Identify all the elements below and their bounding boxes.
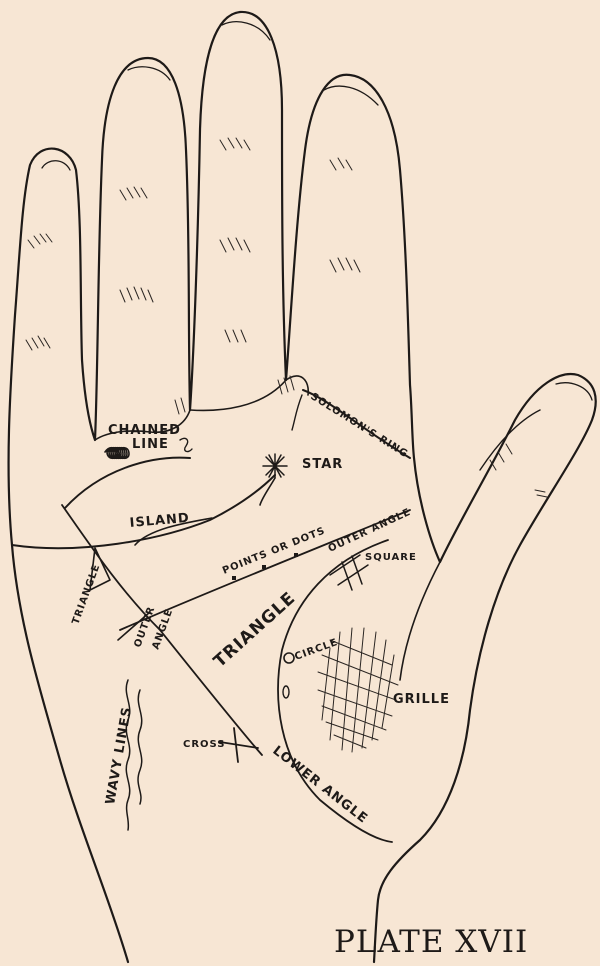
palm-lines — [12, 438, 410, 842]
star-label: STAR — [302, 457, 343, 472]
solomons-ring-label: SOLOMON'S RING — [308, 391, 409, 460]
chained-line-label-1: CHAINED — [108, 423, 181, 438]
chained-line — [105, 448, 129, 459]
triangle-small-label: TRIANGLE — [70, 562, 102, 626]
grille-label: GRILLE — [393, 692, 450, 707]
chained-line-label-2: LINE — [132, 437, 169, 452]
wavy-lines-mark — [126, 680, 141, 830]
hand-outline — [9, 12, 596, 962]
plate-title: PLATE XVII — [334, 924, 528, 960]
square-mark — [330, 555, 368, 590]
heart-line — [65, 458, 190, 508]
circle-mark — [284, 653, 294, 663]
island-label: ISLAND — [129, 511, 190, 531]
lower-angle-label: LOWER ANGLE — [270, 743, 371, 826]
triangle-large-label: TRIANGLE — [210, 588, 300, 672]
cross-label: CROSS — [183, 739, 226, 750]
labels: CHAINED LINE SOLOMON'S RING STAR ISLAND … — [70, 391, 528, 960]
star-mark — [263, 454, 287, 478]
finger-details — [26, 22, 592, 680]
square-label: SQUARE — [365, 552, 417, 563]
